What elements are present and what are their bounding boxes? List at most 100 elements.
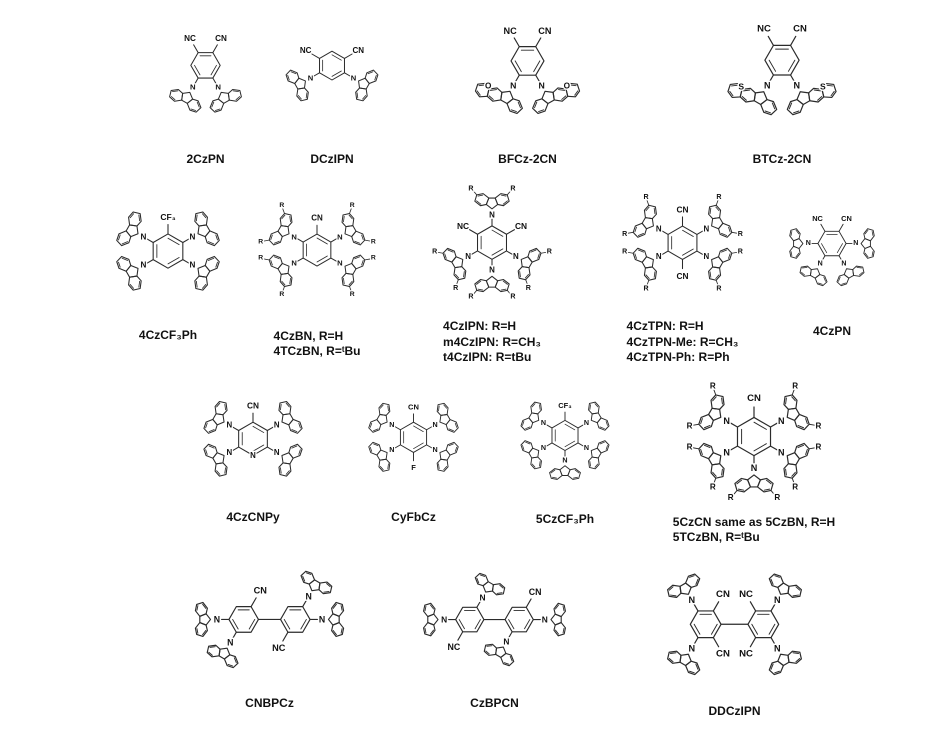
svg-text:N: N bbox=[656, 225, 662, 234]
molecule-label: CyFbCz bbox=[391, 510, 436, 526]
svg-text:R: R bbox=[468, 185, 473, 193]
svg-text:F: F bbox=[411, 463, 416, 472]
svg-text:N: N bbox=[774, 595, 781, 605]
molecule-label: 5CzCN same as 5CzBN, R=H 5TCzBN, R=ᵗBu bbox=[673, 515, 835, 546]
svg-text:R: R bbox=[432, 247, 437, 255]
svg-text:N: N bbox=[489, 266, 495, 275]
svg-text:R: R bbox=[816, 442, 822, 451]
svg-text:R: R bbox=[710, 381, 716, 390]
svg-text:R: R bbox=[687, 422, 693, 431]
svg-text:CN: CN bbox=[215, 34, 227, 43]
svg-text:N: N bbox=[503, 637, 509, 647]
svg-text:N: N bbox=[190, 83, 196, 92]
svg-text:R: R bbox=[350, 291, 355, 298]
svg-text:CN: CN bbox=[311, 214, 323, 223]
svg-text:N: N bbox=[291, 232, 296, 241]
molecule-label: 4CzBN, R=H 4TCzBN, R=ᵗBu bbox=[274, 329, 361, 360]
svg-text:N: N bbox=[584, 419, 589, 427]
molecule-name: CyFbCz bbox=[391, 510, 436, 525]
svg-text:R: R bbox=[738, 230, 743, 238]
svg-text:N: N bbox=[465, 252, 471, 261]
molecule-label: 2CzPN bbox=[186, 152, 224, 168]
svg-text:N: N bbox=[433, 446, 438, 454]
svg-text:N: N bbox=[215, 83, 221, 92]
molecule-label: 4CzTPN: R=H 4CzTPN-Me: R=CH₃ 4CzTPN-Ph: … bbox=[627, 319, 739, 366]
molecule-name: DCzIPN bbox=[310, 152, 354, 167]
svg-text:R: R bbox=[622, 247, 627, 255]
svg-text:N: N bbox=[226, 421, 232, 430]
molecule-name: 4CzCF₃Ph bbox=[138, 328, 198, 343]
svg-text:N: N bbox=[764, 81, 771, 91]
svg-text:N: N bbox=[818, 261, 823, 268]
svg-text:N: N bbox=[433, 421, 438, 429]
svg-text:O: O bbox=[564, 82, 571, 91]
svg-text:CN: CN bbox=[538, 26, 551, 36]
svg-text:N: N bbox=[190, 232, 196, 241]
molecule-label: 5CzCF₃Ph bbox=[536, 512, 594, 528]
variant-label: 4CzTPN-Me: R=CH₃ bbox=[626, 334, 739, 349]
svg-text:R: R bbox=[279, 291, 284, 298]
molecule-label: BTCz-2CN bbox=[753, 152, 812, 168]
svg-text:CN: CN bbox=[793, 23, 807, 34]
svg-text:S: S bbox=[820, 81, 826, 91]
svg-text:N: N bbox=[308, 74, 313, 83]
svg-text:NC: NC bbox=[739, 589, 753, 600]
molecule-name: 4CzBN, R=H bbox=[273, 328, 344, 343]
svg-text:N: N bbox=[841, 261, 846, 268]
molecule-label: 4CzCNPy bbox=[226, 510, 279, 526]
svg-text:CN: CN bbox=[676, 271, 688, 281]
svg-text:N: N bbox=[274, 448, 280, 457]
svg-text:R: R bbox=[644, 285, 649, 293]
svg-text:N: N bbox=[793, 81, 800, 91]
svg-text:N: N bbox=[778, 447, 785, 457]
molecule-name: 2CzPN bbox=[186, 152, 225, 167]
svg-text:N: N bbox=[226, 448, 232, 457]
svg-text:N: N bbox=[513, 252, 519, 261]
svg-text:R: R bbox=[371, 238, 376, 245]
svg-text:R: R bbox=[644, 193, 649, 201]
svg-text:N: N bbox=[703, 252, 709, 261]
svg-text:R: R bbox=[728, 493, 734, 502]
molecule-name: BTCz-2CN bbox=[752, 152, 812, 167]
variant-label: t4CzIPN: R=tBu bbox=[443, 350, 532, 365]
svg-text:R: R bbox=[687, 442, 693, 451]
svg-text:N: N bbox=[656, 252, 662, 261]
molecule-name: 5CzCN same as 5CzBN, R=H bbox=[672, 514, 836, 529]
variant-label: 4TCzBN, R=ᵗBu bbox=[273, 344, 361, 359]
svg-text:R: R bbox=[792, 381, 798, 390]
svg-text:CN: CN bbox=[515, 221, 527, 231]
svg-text:R: R bbox=[453, 284, 458, 292]
svg-text:N: N bbox=[190, 261, 196, 270]
svg-text:CN: CN bbox=[353, 46, 365, 55]
svg-text:R: R bbox=[622, 230, 627, 238]
svg-text:N: N bbox=[480, 592, 486, 602]
svg-text:NC: NC bbox=[184, 34, 196, 43]
svg-text:N: N bbox=[250, 451, 256, 460]
svg-text:CF₃: CF₃ bbox=[558, 401, 572, 410]
svg-text:R: R bbox=[371, 255, 376, 262]
molecule-name: 4CzPN bbox=[812, 324, 851, 339]
molecule-label: DCzIPN bbox=[310, 152, 353, 168]
svg-text:N: N bbox=[778, 416, 785, 426]
svg-text:N: N bbox=[751, 463, 758, 473]
svg-text:NC: NC bbox=[448, 642, 461, 652]
molecule-name: DDCzIPN bbox=[708, 704, 761, 719]
svg-text:N: N bbox=[389, 421, 394, 429]
svg-text:N: N bbox=[141, 261, 147, 270]
